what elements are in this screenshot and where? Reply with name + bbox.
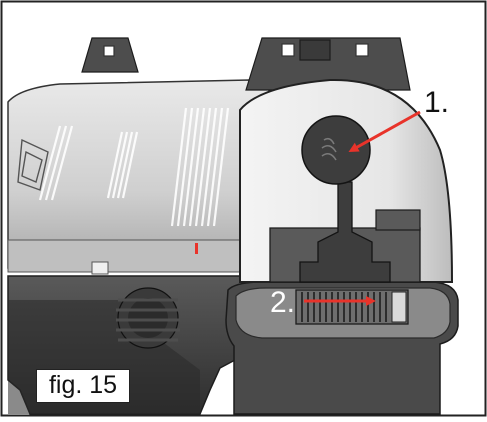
callout-1-label: 1. [424,86,450,119]
decocking-lever [299,181,391,283]
slide-red-mark [195,243,198,254]
adjustment-wheel [295,289,409,325]
lever-head [301,115,371,185]
slide-emblem [17,138,49,191]
callout-2-label: 2. [270,286,296,319]
hammer-knob [116,287,180,349]
frame-notch [91,261,109,275]
slide-lower-band [7,239,273,273]
rear-sight [245,37,411,91]
dome-lower-step [375,209,421,231]
front-sight [81,37,139,73]
slide-serrations [38,107,230,227]
figure-caption: fig. 15 [36,369,130,403]
arrow-1 [348,110,421,152]
